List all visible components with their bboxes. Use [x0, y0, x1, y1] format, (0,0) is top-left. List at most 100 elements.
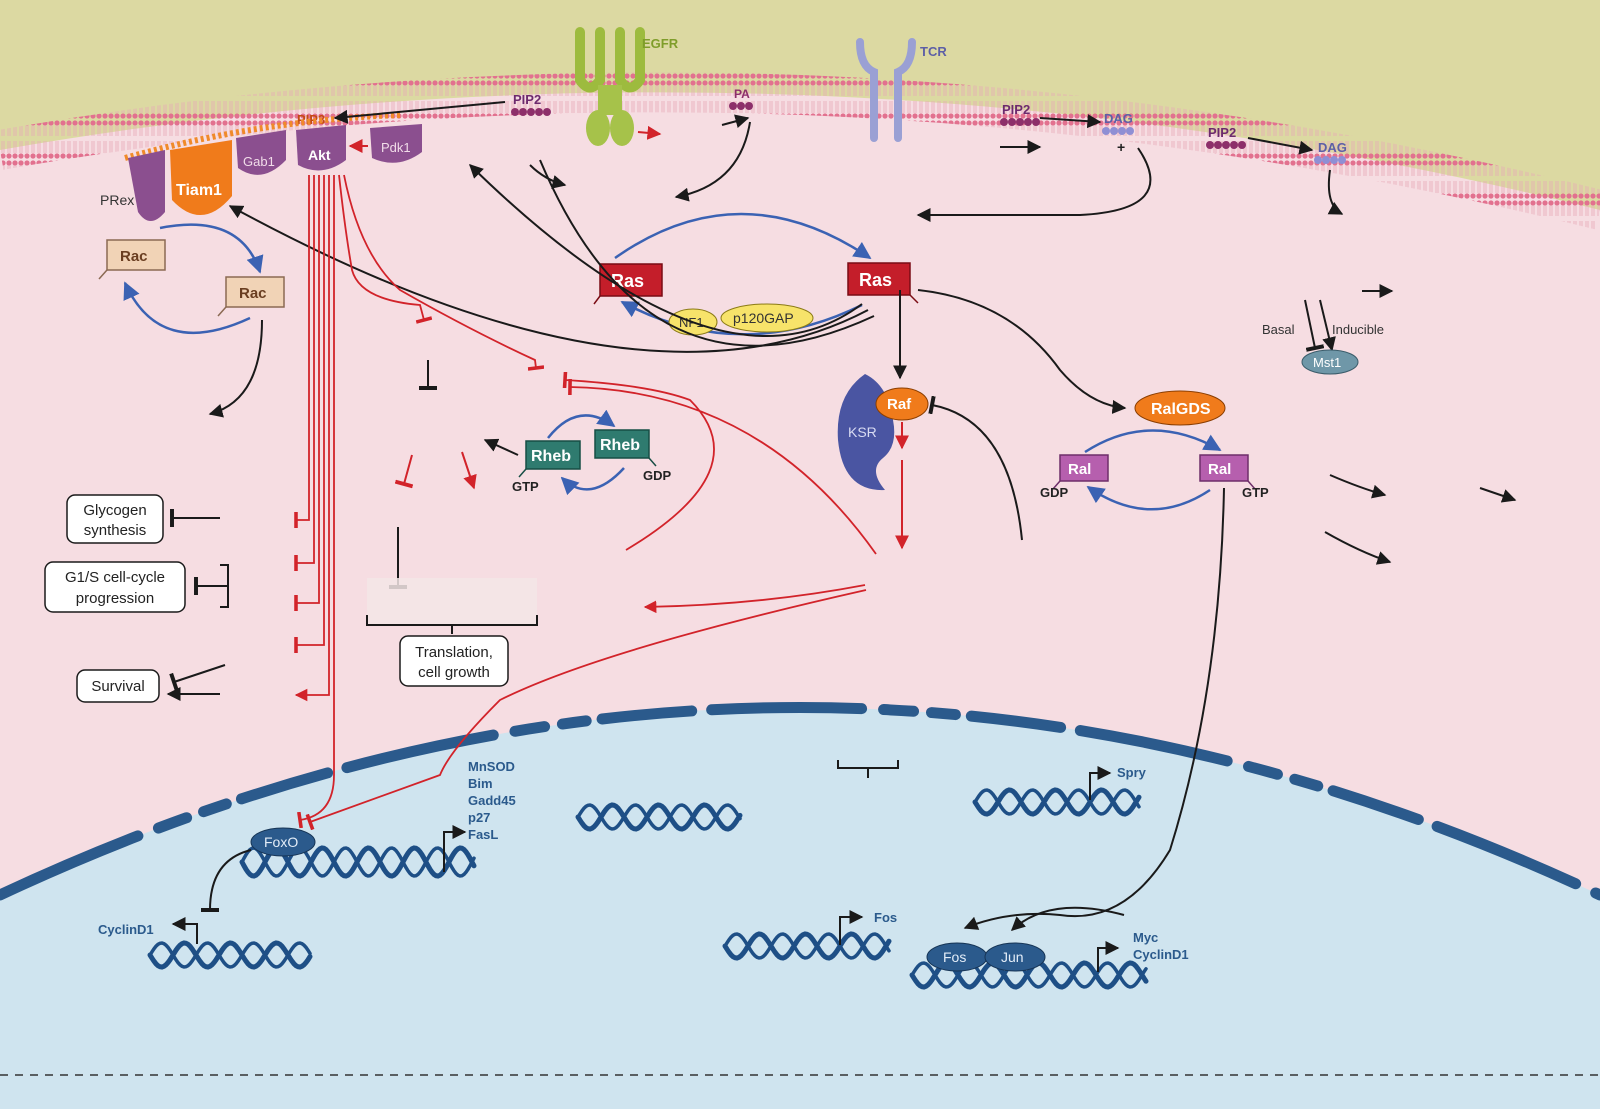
gab1-shape: [236, 130, 286, 175]
pip2-label: PIP2: [1002, 102, 1030, 117]
foxo-target-gene: Bim: [468, 776, 493, 791]
nuclear-envelope: [0, 702, 1600, 901]
to-jun-arrow: [1010, 906, 1125, 931]
rheb-box: [594, 429, 657, 467]
ral-activation-arrow: [1084, 429, 1222, 454]
rheb-to-mtor-arrow: [483, 438, 519, 456]
foxo-target-gene: Gadd45: [468, 793, 516, 808]
rheb-activation-arrow: [560, 467, 625, 496]
fos-promoter-arrow: [839, 910, 864, 945]
ral-label: Ral: [1068, 461, 1091, 478]
akt-output-arrows: [294, 174, 545, 829]
inducible-label: Inducible: [1332, 322, 1384, 337]
raf-label: Raf: [887, 396, 912, 413]
rac-label: Rac: [239, 285, 267, 302]
survival-inhibition-line: [169, 664, 226, 692]
dag-label: DAG: [1104, 111, 1133, 126]
foxo-shape: [250, 827, 316, 857]
rheb-inactivation-arrow: [547, 409, 616, 439]
tcr-label: TCR: [920, 44, 947, 59]
ras-activation-arrow: [614, 212, 872, 260]
pip2-lipid-icon: [1000, 118, 1040, 126]
spry-promoter-arrow: [1089, 766, 1112, 800]
mst1-shape: [1301, 349, 1359, 375]
myc-gene-label: Myc: [1133, 930, 1158, 945]
tiam1-label: Tiam1: [176, 182, 222, 199]
basal-label: Basal: [1262, 322, 1295, 337]
synthesis-label: synthesis: [84, 522, 147, 539]
gdp-label: GDP: [1040, 485, 1069, 500]
ras-to-tiam1-arrow: [228, 205, 869, 353]
rac-output-arrow: [208, 319, 263, 418]
ras-label: Ras: [611, 271, 644, 291]
foxo-label: FoxO: [264, 834, 298, 850]
raf-shape: [875, 387, 929, 421]
pip2-to-pip3-arrow: [333, 101, 506, 124]
pip3-lipid-icon: [124, 112, 401, 161]
fos-gene-label: Fos: [874, 910, 897, 925]
dna-helix-icon: [722, 931, 892, 961]
p120gap-label: p120GAP: [733, 310, 794, 326]
ras-pathway-line: [539, 159, 875, 347]
rac-label: Rac: [120, 248, 148, 265]
ras-box: [593, 263, 663, 305]
dag-output-arrow: [1327, 169, 1344, 215]
erk-output-arrows: [305, 371, 877, 831]
translation-bracket: [366, 615, 538, 634]
prex-shape: [128, 150, 165, 221]
ras-to-pi3k-arrow: [468, 164, 863, 338]
pip2-to-dag-arrow: [1039, 114, 1102, 129]
raf-feedback-inhibition: [928, 395, 1023, 541]
akt-activation-arrow: [461, 451, 477, 490]
translation-outcome-box: [399, 635, 509, 687]
cyclind1-promoter-arrow: [171, 917, 198, 944]
p120gap-shape: [720, 303, 814, 333]
ral-effector-arrow: [1324, 531, 1392, 565]
pa-label: PA: [734, 87, 750, 101]
dag-to-ras-arrow: [916, 147, 1152, 222]
plasma-membrane: [0, 72, 1600, 230]
rac-activation-arrow: [159, 223, 264, 274]
ral-to-fos-jun-arrow: [963, 487, 1225, 930]
ral-effector-arrow: [1479, 487, 1517, 503]
dag-lipid-icon: [1102, 127, 1134, 135]
ralgds-label: RalGDS: [1151, 401, 1211, 418]
foxo-target-gene: FasL: [468, 827, 498, 842]
akt-shape: [296, 125, 346, 171]
nuclear-bracket: [837, 760, 899, 778]
egfr-receptor: [575, 27, 645, 146]
dna-helix-icon: [575, 802, 743, 832]
cyclind1-gene-label: CyclinD1: [98, 922, 154, 937]
gab1-to-ras-arrow: [529, 164, 567, 189]
fos-tf-label: Fos: [943, 949, 966, 965]
pip2-label: PIP2: [513, 92, 541, 107]
gab1-label: Gab1: [243, 154, 275, 169]
rac-box: [217, 276, 285, 317]
basal-inhibition-line: [1304, 299, 1325, 352]
prex-label: PRex: [100, 192, 134, 208]
pa-arrow: [721, 114, 750, 129]
cell-growth-label: cell growth: [418, 664, 490, 681]
ral-box: [1052, 454, 1109, 490]
ras-to-ralgds-arrow: [917, 289, 1127, 414]
pa-lipid-icon: [729, 102, 753, 110]
translation-label: Translation,: [415, 644, 493, 661]
pdk1-label: Pdk1: [381, 140, 411, 155]
survival-outcome-box: [76, 669, 160, 703]
akt-inhibition-line: [394, 454, 414, 489]
nucleus: [0, 707, 1600, 1109]
gdp-label: GDP: [643, 468, 672, 483]
glycogen-outcome-box: [66, 494, 164, 544]
cyclind1-gene-label: CyclinD1: [1133, 947, 1189, 962]
survival-label: Survival: [91, 678, 144, 695]
foxo-target-gene: MnSOD: [468, 759, 515, 774]
progression-label: progression: [76, 590, 154, 607]
pip2-to-dag-arrow: [1247, 137, 1314, 155]
dag-lipid-icon: [1314, 156, 1346, 164]
myc-promoter-arrow: [1097, 941, 1120, 972]
foxo-target-promoter-arrow: [443, 825, 467, 872]
spry-gene-label: Spry: [1117, 765, 1147, 780]
dag-label: DAG: [1318, 140, 1347, 155]
pip2-lipid-icon: [511, 108, 551, 116]
mst1-label: Mst1: [1313, 355, 1341, 370]
